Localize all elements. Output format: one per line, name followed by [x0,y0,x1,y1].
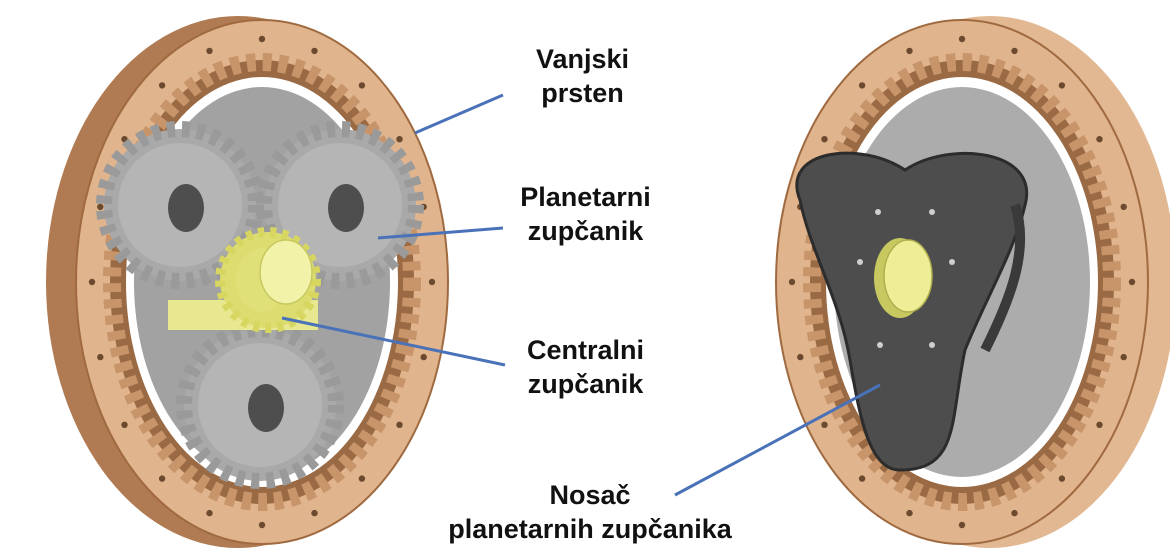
label-outer-ring: Vanjski prsten [520,42,645,110]
bolt-hole [1129,279,1135,285]
bolt-hole [959,36,965,42]
bolt-hole [259,36,265,42]
bolt-hole [429,279,435,285]
bolt-hole [121,422,127,428]
planet-gear-bottom [184,329,336,481]
bolt-hole [1011,510,1017,516]
label-planet-gear-line1: Planetarni [508,180,663,214]
bolt-hole [821,136,827,142]
bolt-hole [89,279,95,285]
bolt-hole [789,279,795,285]
bolt-hole [859,475,865,481]
left-gear-assembly [46,16,448,548]
bolt-hole [421,354,427,360]
bolt-hole [821,422,827,428]
label-planet-gear-line2: zupčanik [508,214,663,248]
bolt-hole [396,422,402,428]
bolt-hole [206,510,212,516]
label-carrier-line2: planetarnih zupčanika [420,512,760,546]
label-outer-ring-line2: prsten [520,76,645,110]
bolt-hole [311,510,317,516]
bolt-hole [1096,136,1102,142]
bolt-hole [311,48,317,54]
bolt-hole [97,204,103,210]
label-sun-gear: Centralni zupčanik [508,333,663,401]
label-planet-gear: Planetarni zupčanik [508,180,663,248]
bolt-hole [359,475,365,481]
right-gear-assembly [776,16,1170,548]
bolt-hole [1096,422,1102,428]
label-sun-gear-line2: zupčanik [508,367,663,401]
bolt-hole [959,522,965,528]
bolt-hole [1059,475,1065,481]
bolt-hole [206,48,212,54]
bolt-hole [906,48,912,54]
bolt-hole [159,475,165,481]
bolt-hole [859,82,865,88]
bolt-hole [1011,48,1017,54]
label-carrier-line1: Nosač [420,478,760,512]
bolt-hole [797,354,803,360]
bolt-hole [359,82,365,88]
bolt-hole [906,510,912,516]
bolt-hole [396,136,402,142]
label-sun-gear-line1: Centralni [508,333,663,367]
bolt-hole [1121,204,1127,210]
bolt-hole [1121,354,1127,360]
leader-outer-ring [415,95,503,133]
bolt-hole [259,522,265,528]
label-carrier: Nosač planetarnih zupčanika [420,478,760,546]
bolt-hole [159,82,165,88]
label-outer-ring-line1: Vanjski [520,42,645,76]
bolt-hole [97,354,103,360]
bolt-hole [1059,82,1065,88]
